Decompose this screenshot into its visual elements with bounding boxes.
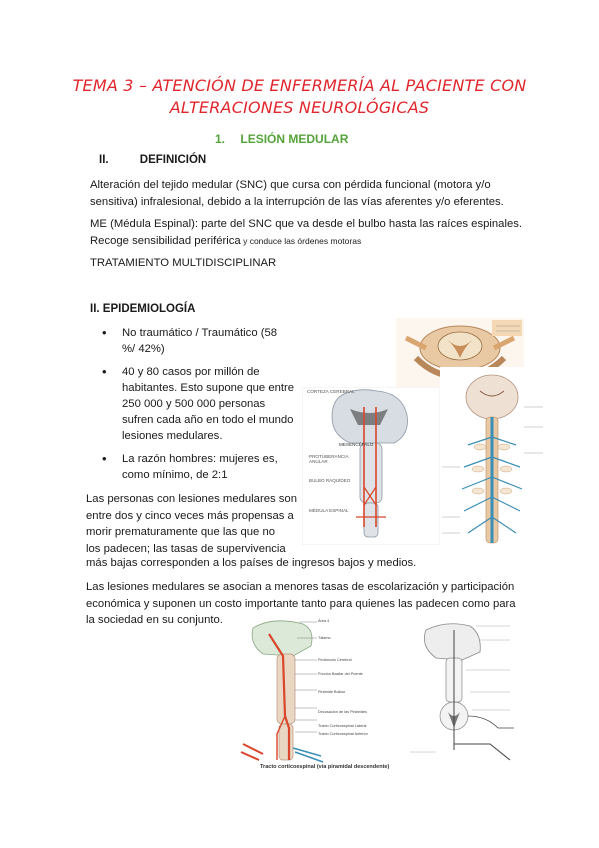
list-item: 40 y 80 casos por millón de habitantes. … bbox=[90, 364, 300, 444]
brain-label-medulla: BULBO RAQUÍDEO bbox=[309, 478, 351, 483]
text-line: los padecen; las tasas de supervivencia bbox=[86, 542, 286, 555]
tratamiento-text: TRATAMIENTO MULTIDISCIPLINAR bbox=[90, 257, 277, 269]
definicion-paragraph-1: Alteración del tejido medular (SNC) que … bbox=[90, 177, 504, 210]
text-line: entre dos y cinco veces más propensas a bbox=[86, 509, 294, 522]
section-number: 1. bbox=[215, 132, 226, 146]
text-line: lesiones medulares. bbox=[122, 430, 223, 442]
page-title-line-2: ALTERACIONES NEUROLÓGICAS bbox=[169, 98, 430, 117]
epidemiologia-paragraph-1: Las personas con lesiones medulares son … bbox=[86, 491, 316, 557]
text-line: Las lesiones medulares se asocian a meno… bbox=[86, 581, 515, 593]
pathway-label-anterior-tract: Tracto Corticoespinal Anterior bbox=[318, 732, 368, 736]
brain-label-pons: PROTUBERANCIA ANULAR bbox=[309, 454, 349, 464]
brain-label-cortex: CORTEZA CEREBRAL bbox=[307, 389, 355, 394]
text-line: 40 y 80 casos por millón de bbox=[122, 366, 260, 378]
text-line: No traumático / Traumático (58 bbox=[122, 327, 278, 339]
brain-pathway-figure bbox=[302, 387, 440, 545]
pathway-label-area4: Área 4 bbox=[318, 619, 330, 623]
epidemiologia-paragraph-2: Las lesiones medulares se asocian a meno… bbox=[86, 579, 516, 629]
section-heading: 1. LESIÓN MEDULAR bbox=[215, 132, 348, 146]
text-line: económica y suponen un costo importante … bbox=[86, 597, 516, 610]
text-line: como mínimo, de 2:1 bbox=[122, 469, 228, 481]
text-line: sufren cada año en todo el mundo bbox=[122, 414, 294, 426]
neuron-pathway-figure bbox=[406, 620, 526, 768]
pathway-label-decussation: Decusación de las Pirámides bbox=[318, 710, 367, 714]
definicion-paragraph-2: ME (Médula Espinal): parte del SNC que v… bbox=[90, 216, 522, 249]
text-line: morir prematuramente que las que no bbox=[86, 526, 276, 538]
pathway-label-peduncle: Pedúnculo Cerebral bbox=[318, 658, 352, 662]
pathway-caption: Tracto corticoespinal (vía piramidal des… bbox=[260, 764, 390, 770]
text-span-small: y conduce las órdenes motoras bbox=[240, 235, 362, 246]
brain-label-mesencephalon: MESENCÉFALO bbox=[339, 442, 374, 447]
text-line: ME (Médula Espinal): parte del SNC que v… bbox=[90, 218, 523, 230]
text-line: Alteración del tejido medular (SNC) que … bbox=[90, 179, 491, 191]
pathway-label-thalamus: Tálamo bbox=[318, 636, 331, 640]
pathway-label-lateral-tract: Tracto Corticoespinal Lateral bbox=[318, 724, 367, 728]
definicion-heading: II. DEFINICIÓN bbox=[99, 154, 206, 166]
brain-label-spinal-cord: MÉDULA ESPINAL bbox=[309, 508, 349, 513]
text-line: habitantes. Esto supone que entre bbox=[122, 382, 295, 394]
epidemiologia-paragraph-1-last: más bajas corresponden a los países de i… bbox=[86, 557, 417, 569]
pathway-label-pons: Porción Basilar del Puente bbox=[318, 672, 363, 676]
text-line: %/ 42%) bbox=[122, 343, 165, 355]
text-line: 250 000 y 500 000 personas bbox=[122, 398, 266, 410]
definicion-heading-text: DEFINICIÓN bbox=[139, 154, 207, 166]
section-label: LESIÓN MEDULAR bbox=[240, 132, 349, 146]
epidemiologia-list: No traumático / Traumático (58 %/ 42%) 4… bbox=[90, 325, 300, 490]
page-title-line-1: TEMA 3 – ATENCIÓN DE ENFERMERÍA AL PACIE… bbox=[72, 76, 527, 95]
definicion-heading-num: II. bbox=[99, 154, 109, 166]
epidemiologia-heading: II. EPIDEMIOLOGÍA bbox=[90, 303, 196, 315]
list-item: La razón hombres: mujeres es, como mínim… bbox=[90, 451, 300, 483]
text-span: Recoge sensibilidad periférica bbox=[90, 234, 241, 247]
spine-nerves-figure bbox=[440, 367, 545, 551]
text-line: Las personas con lesiones medulares son bbox=[86, 493, 298, 505]
text-line: la sociedad en su conjunto. bbox=[86, 614, 223, 626]
text-line: Recoge sensibilidad periférica y conduce… bbox=[90, 233, 522, 250]
pathway-label-pyramid: Pirámide Bulbar bbox=[318, 690, 346, 694]
text-line: La razón hombres: mujeres es, bbox=[122, 453, 278, 465]
text-line: sensitiva) infralesional, debido a la in… bbox=[90, 195, 504, 208]
list-item: No traumático / Traumático (58 %/ 42%) bbox=[90, 325, 300, 357]
corticospinal-tract-figure bbox=[233, 616, 365, 768]
